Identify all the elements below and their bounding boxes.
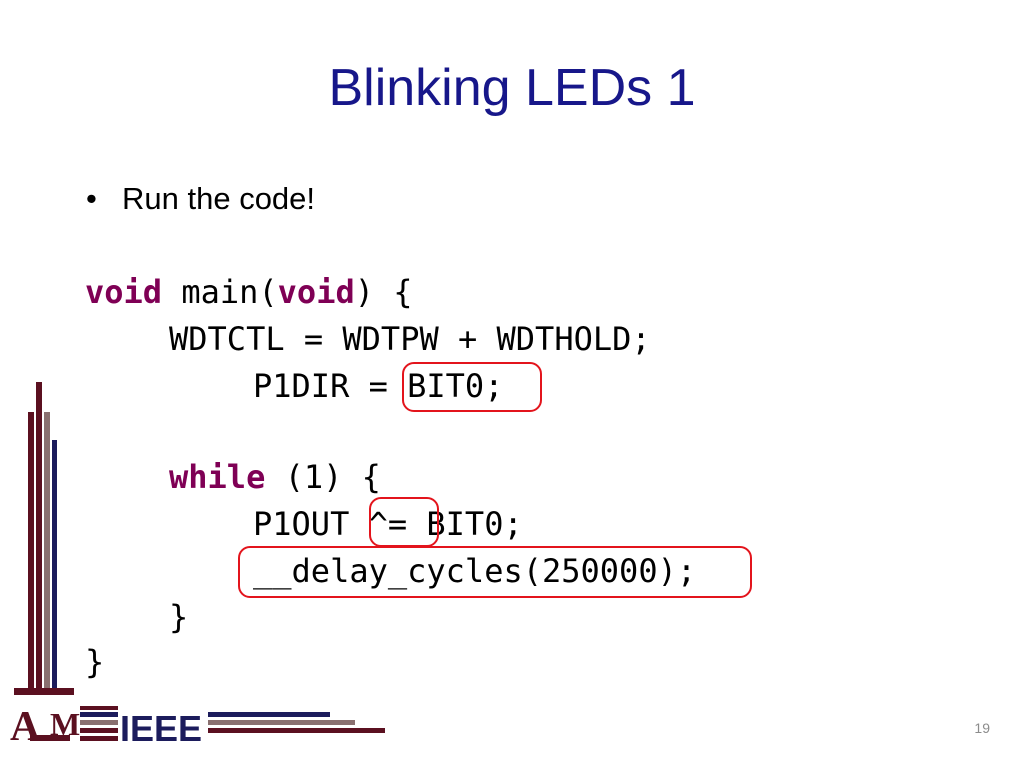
- keyword-while: while: [169, 458, 266, 496]
- logo-letter-a: A: [10, 704, 41, 750]
- logo-bar: [80, 706, 118, 710]
- code-line-7: __delay_cycles(250000);: [253, 552, 697, 590]
- code-line-6: P1OUT ^= BIT0;: [253, 505, 523, 543]
- code-line-2: WDTCTL = WDTPW + WDTHOLD;: [169, 320, 651, 358]
- code-text: ) {: [354, 273, 413, 311]
- bullet-dot-icon: •: [86, 181, 97, 216]
- logo-bar: [44, 412, 50, 692]
- logo-bar: [28, 412, 34, 692]
- code-text: (1) {: [265, 458, 381, 496]
- tamu-ieee-logo: A M IEEE: [10, 382, 385, 750]
- code-line-1: void main(void) {: [85, 276, 413, 308]
- logo-ieee-text: IEEE: [120, 708, 202, 749]
- bullet-text: Run the code!: [122, 181, 316, 216]
- keyword-void: void: [277, 273, 355, 311]
- logo-bar: [80, 736, 118, 741]
- logo-bar: [30, 735, 70, 741]
- logo-bar: [14, 688, 74, 695]
- keyword-void: void: [85, 273, 163, 311]
- highlight-bit0: [402, 362, 542, 412]
- code-line-5: while (1) {: [169, 461, 381, 493]
- code-line-9: }: [85, 643, 105, 681]
- logo-bar: [80, 728, 385, 733]
- bullet-item: • Run the code!: [86, 183, 315, 214]
- logo-bar: [52, 440, 57, 692]
- logo-bar: [80, 720, 355, 725]
- page-number: 19: [974, 720, 990, 736]
- logo-letter-m: M: [50, 706, 80, 742]
- code-line-3: P1DIR = BIT0;: [253, 367, 504, 405]
- code-text: main(: [162, 273, 278, 311]
- slide-title: Blinking LEDs 1: [328, 59, 696, 117]
- code-line-8: }: [169, 598, 189, 636]
- logo-bar: [118, 708, 208, 742]
- highlight-delay-cycles: [238, 546, 752, 598]
- logo-bar: [36, 382, 42, 692]
